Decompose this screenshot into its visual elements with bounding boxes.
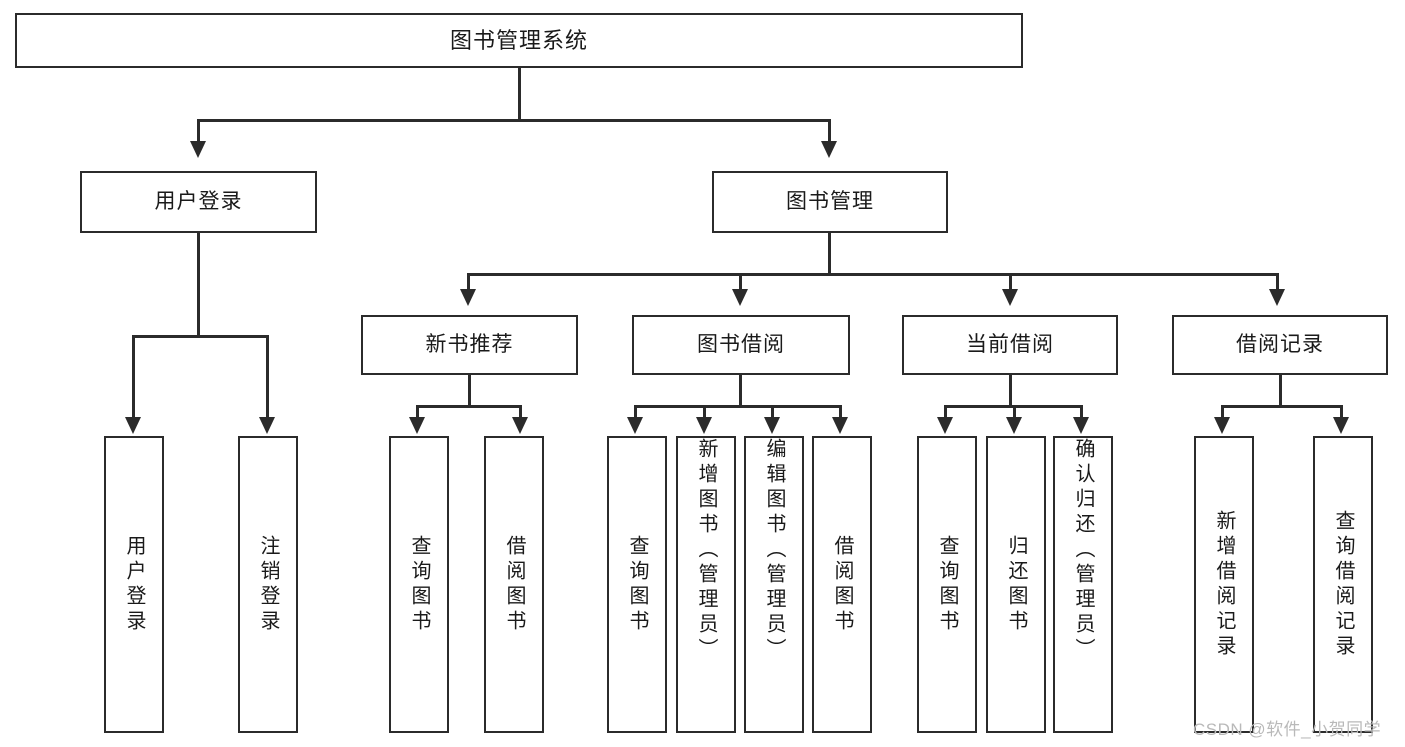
node-user-login[interactable]: 用户登录 <box>80 171 317 233</box>
watermark: CSDN @软件_小贺同学 <box>1193 720 1382 739</box>
arrow-bookmgmt-to-current <box>1002 289 1018 306</box>
node-book-borrow[interactable]: 图书借阅 <box>632 315 850 375</box>
connector-bookborrow-c2 <box>703 405 706 419</box>
leaf-add-borrow-record[interactable]: 新增借阅记录 <box>1194 436 1254 733</box>
node-label: 当前借阅 <box>966 332 1054 356</box>
arrow-bookborrow-leaf-1 <box>627 417 643 434</box>
connector-bookborrow-stem <box>739 375 742 407</box>
arrow-bookborrow-leaf-3 <box>764 417 780 434</box>
arrow-newbook-leaf-1 <box>409 417 425 434</box>
arrow-userlogin-leaf-2 <box>259 417 275 434</box>
connector-borrowrecord-left <box>1221 405 1224 419</box>
connector-bookmgmt-to-borrow <box>739 273 742 291</box>
node-label: 借阅图书 <box>831 534 853 635</box>
node-label: 借阅图书 <box>503 534 525 635</box>
node-root-system[interactable]: 图书管理系统 <box>15 13 1023 68</box>
arrow-currentborrow-leaf-2 <box>1006 417 1022 434</box>
connector-root-stem <box>518 68 521 120</box>
arrow-borrowrecord-leaf-1 <box>1214 417 1230 434</box>
connector-borrowrecord-right <box>1340 405 1343 419</box>
node-label: 查询图书 <box>626 534 648 635</box>
connector-newbook-left <box>416 405 419 419</box>
leaf-confirm-return-admin[interactable]: 确认归还（管理员） <box>1053 436 1113 733</box>
leaf-return-book[interactable]: 归还图书 <box>986 436 1046 733</box>
node-borrow-record[interactable]: 借阅记录 <box>1172 315 1388 375</box>
connector-bookmgmt-to-new <box>467 273 470 291</box>
node-new-book-recommend[interactable]: 新书推荐 <box>361 315 578 375</box>
arrow-currentborrow-leaf-1 <box>937 417 953 434</box>
connector-bookmgmt-to-current <box>1009 273 1012 291</box>
connector-currentborrow-stem <box>1009 375 1012 407</box>
connector-currentborrow-c3 <box>1080 405 1083 419</box>
leaf-borrow-book[interactable]: 借阅图书 <box>812 436 872 733</box>
connector-newbook-right <box>519 405 522 419</box>
node-label: 借阅记录 <box>1236 332 1324 356</box>
connector-currentborrow-c2 <box>1013 405 1016 419</box>
connector-userlogin-stem <box>197 233 200 337</box>
arrow-bookmgmt-to-record <box>1269 289 1285 306</box>
node-label: 用户登录 <box>154 189 243 213</box>
connector-newbook-bar <box>416 405 522 408</box>
connector-root-bar <box>198 119 830 122</box>
node-label: 确认归还（管理员） <box>1072 438 1094 663</box>
connector-bookborrow-bar <box>634 405 842 408</box>
arrow-currentborrow-leaf-3 <box>1073 417 1089 434</box>
leaf-query-borrow-record[interactable]: 查询借阅记录 <box>1313 436 1373 733</box>
leaf-borrow-book-newrec[interactable]: 借阅图书 <box>484 436 544 733</box>
connector-borrowrecord-stem <box>1279 375 1282 407</box>
connector-userlogin-left <box>132 335 135 419</box>
node-label: 归还图书 <box>1005 534 1027 635</box>
leaf-query-book-newrec[interactable]: 查询图书 <box>389 436 449 733</box>
node-label: 新书推荐 <box>425 332 514 356</box>
node-label: 新增借阅记录 <box>1213 509 1235 660</box>
connector-userlogin-right <box>266 335 269 419</box>
node-label: 图书管理系统 <box>449 27 588 53</box>
node-label: 图书管理 <box>786 189 874 213</box>
arrow-bookborrow-leaf-4 <box>832 417 848 434</box>
node-label: 查询图书 <box>408 534 430 635</box>
leaf-user-login[interactable]: 用户登录 <box>104 436 164 733</box>
node-label: 用户登录 <box>123 534 145 635</box>
connector-bookmgmt-stem <box>828 233 831 275</box>
connector-bookborrow-c1 <box>634 405 637 419</box>
leaf-query-book-borrow[interactable]: 查询图书 <box>607 436 667 733</box>
leaf-edit-book-admin[interactable]: 编辑图书（管理员） <box>744 436 804 733</box>
arrow-root-to-userlogin <box>190 141 206 158</box>
connector-currentborrow-c1 <box>944 405 947 419</box>
arrow-bookmgmt-to-borrow <box>732 289 748 306</box>
leaf-query-book-current[interactable]: 查询图书 <box>917 436 977 733</box>
connector-root-to-userlogin <box>197 119 200 143</box>
leaf-logout[interactable]: 注销登录 <box>238 436 298 733</box>
connector-newbook-stem <box>468 375 471 407</box>
connector-root-to-bookmgmt <box>828 119 831 143</box>
arrow-newbook-leaf-2 <box>512 417 528 434</box>
arrow-root-to-bookmgmt <box>821 141 837 158</box>
node-book-management[interactable]: 图书管理 <box>712 171 948 233</box>
node-label: 注销登录 <box>257 534 279 635</box>
node-current-borrow[interactable]: 当前借阅 <box>902 315 1118 375</box>
connector-bookborrow-c3 <box>771 405 774 419</box>
arrow-userlogin-leaf-1 <box>125 417 141 434</box>
connector-borrowrecord-bar <box>1221 405 1343 408</box>
leaf-add-book-admin[interactable]: 新增图书（管理员） <box>676 436 736 733</box>
node-label: 编辑图书（管理员） <box>763 438 785 663</box>
node-label: 查询图书 <box>936 534 958 635</box>
arrow-bookmgmt-to-new <box>460 289 476 306</box>
connector-bookborrow-c4 <box>839 405 842 419</box>
connector-bookmgmt-bar <box>467 273 1279 276</box>
arrow-bookborrow-leaf-2 <box>696 417 712 434</box>
connector-userlogin-bar <box>132 335 269 338</box>
node-label: 查询借阅记录 <box>1332 509 1354 660</box>
connector-bookmgmt-to-record <box>1276 273 1279 291</box>
node-label: 新增图书（管理员） <box>695 438 717 663</box>
node-label: 图书借阅 <box>697 332 785 356</box>
arrow-borrowrecord-leaf-2 <box>1333 417 1349 434</box>
